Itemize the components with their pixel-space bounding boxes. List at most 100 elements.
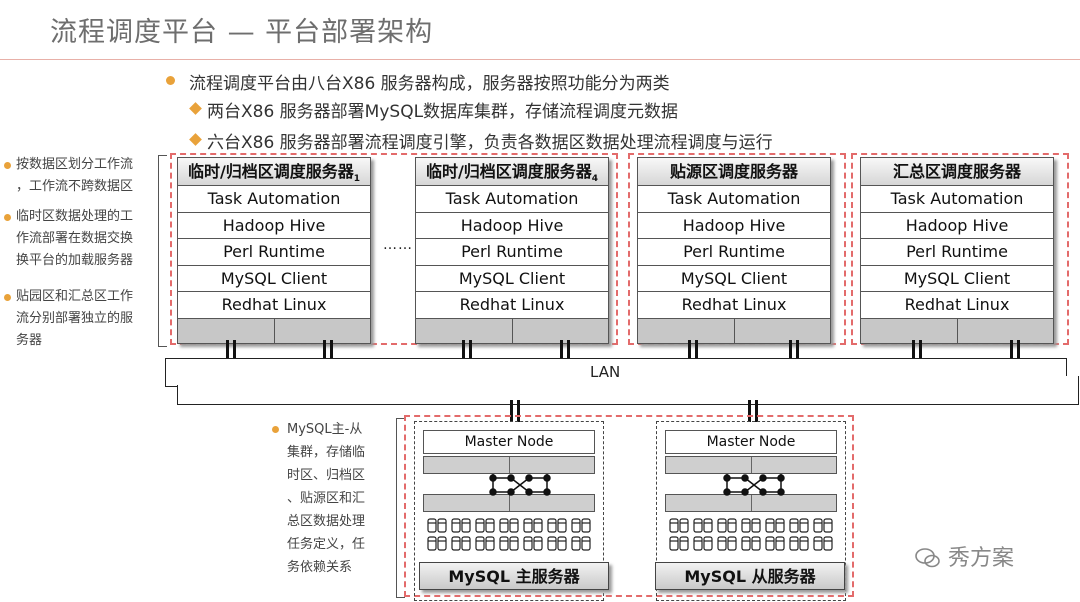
disk-icon <box>451 518 473 536</box>
disk-icon <box>475 518 497 536</box>
master-node-bar <box>423 456 595 474</box>
switch-fabric-icon <box>723 474 785 496</box>
lan-connector <box>462 340 472 368</box>
side-note-line: 临时区数据处理的工 <box>16 209 134 224</box>
component-redhat-linux: Redhat Linux <box>861 292 1053 319</box>
disk-icon <box>789 536 811 554</box>
disk-icon <box>499 536 521 554</box>
component-task-automation: Task Automation <box>416 186 608 213</box>
ellipsis: …… <box>383 237 413 253</box>
mysql-replica-node: Master Node <box>656 421 846 601</box>
note-dot <box>4 214 11 221</box>
disk-icon <box>571 536 593 554</box>
disk-icon <box>741 536 763 554</box>
lan-connector <box>688 340 698 368</box>
disk-icon <box>693 536 715 554</box>
mysql-primary-label: MySQL 主服务器 <box>419 562 609 590</box>
server-title: 临时/归档区调度服务器4 <box>416 158 608 186</box>
server-hardware <box>638 318 830 343</box>
switch-fabric-icon <box>489 474 551 496</box>
disk-icon <box>693 518 715 536</box>
component-hadoop-hive: Hadoop Hive <box>178 213 370 240</box>
disk-icon <box>547 518 569 536</box>
component-task-automation: Task Automation <box>638 186 830 213</box>
server-hardware <box>861 318 1053 343</box>
disk-icon <box>717 536 739 554</box>
disk-icon <box>427 536 449 554</box>
diamond-bullet <box>189 102 202 115</box>
db-lan-connector <box>748 400 758 422</box>
wechat-icon <box>915 548 941 568</box>
side-note-line: 按数据区划分工作流 <box>16 157 134 172</box>
side-note-line: 流分别部署独立的服 <box>16 311 134 326</box>
component-hadoop-hive: Hadoop Hive <box>416 213 608 240</box>
db-lan-connector <box>510 400 520 422</box>
lan-connector <box>323 340 333 368</box>
note-dot <box>272 426 279 433</box>
master-node-bar <box>665 456 837 474</box>
server-temp-archive-4: 临时/归档区调度服务器4 Task Automation Hadoop Hive… <box>415 157 609 344</box>
side-note-line: 换平台的加载服务器 <box>16 253 134 268</box>
component-perl-runtime: Perl Runtime <box>861 239 1053 266</box>
server-title: 汇总区调度服务器 <box>861 158 1053 186</box>
note-dot <box>4 294 11 301</box>
mysql-primary-node: Master Node <box>414 421 604 601</box>
component-hadoop-hive: Hadoop Hive <box>638 213 830 240</box>
storage-controller-bar <box>665 494 837 512</box>
page-title: 流程调度平台 — 平台部署架构 <box>50 17 434 48</box>
master-node-label: Master Node <box>423 430 595 454</box>
disk-icon <box>813 518 835 536</box>
mysql-cluster-group <box>404 415 854 597</box>
disk-icon <box>789 518 811 536</box>
bullet-sub-1: 两台X86 服务器部署MySQL数据库集群，存储流程调度元数据 <box>207 102 679 122</box>
bullet-main: 流程调度平台由八台X86 服务器构成，服务器按照功能分为两类 <box>189 74 670 94</box>
mysql-note-line: MySQL主-从 <box>287 422 363 437</box>
server-index: 4 <box>591 174 599 185</box>
component-perl-runtime: Perl Runtime <box>178 239 370 266</box>
disk-icon <box>523 518 545 536</box>
component-mysql-client: MySQL Client <box>638 266 830 293</box>
disk-icon <box>741 518 763 536</box>
mysql-note-line: 任务定义，任 <box>287 537 366 552</box>
diamond-bullet <box>189 133 202 146</box>
component-perl-runtime: Perl Runtime <box>416 239 608 266</box>
master-node-label: Master Node <box>665 430 837 454</box>
server-title-text: 临时/归档区调度服务器 <box>425 162 592 181</box>
watermark: 秀方案 <box>915 540 1014 572</box>
side-note-line: 贴园区和汇总区工作 <box>16 289 134 304</box>
bullet-sub-2: 六台X86 服务器部署流程调度引擎，负责各数据区数据处理流程调度与运行 <box>207 133 773 153</box>
disk-icon <box>523 536 545 554</box>
mysql-note-line: 时区、归档区 <box>287 468 366 483</box>
server-index: 1 <box>353 174 361 185</box>
component-redhat-linux: Redhat Linux <box>416 292 608 319</box>
disk-icon <box>669 518 691 536</box>
lan-connector <box>912 340 922 368</box>
disk-icon <box>571 518 593 536</box>
side-note-1: 按数据区划分工作流 ，工作流不跨数据区 <box>16 154 133 198</box>
component-redhat-linux: Redhat Linux <box>178 292 370 319</box>
lan-connector <box>226 340 236 368</box>
disk-icon <box>499 518 521 536</box>
disk-icon <box>765 518 787 536</box>
disk-icon <box>669 536 691 554</box>
watermark-text: 秀方案 <box>948 546 1015 571</box>
server-title: 临时/归档区调度服务器1 <box>178 158 370 186</box>
component-mysql-client: MySQL Client <box>416 266 608 293</box>
component-mysql-client: MySQL Client <box>861 266 1053 293</box>
server-hardware <box>416 318 608 343</box>
lan-connector <box>1010 340 1020 368</box>
mysql-note-line: 务依赖关系 <box>287 560 353 575</box>
mysql-note-line: 集群，存储临 <box>287 445 366 460</box>
mysql-bracket <box>396 418 405 598</box>
summary-group <box>851 153 1069 345</box>
side-note-line: ，工作流不跨数据区 <box>16 179 134 194</box>
server-title: 贴源区调度服务器 <box>638 158 830 186</box>
disk-icon <box>717 518 739 536</box>
disk-icon <box>813 536 835 554</box>
disk-icon <box>427 518 449 536</box>
bullet-dot <box>166 76 175 85</box>
component-hadoop-hive: Hadoop Hive <box>861 213 1053 240</box>
component-perl-runtime: Perl Runtime <box>638 239 830 266</box>
side-note-3: 贴园区和汇总区工作 流分别部署独立的服 务器 <box>16 286 133 352</box>
mysql-replica-label: MySQL 从服务器 <box>655 562 845 590</box>
